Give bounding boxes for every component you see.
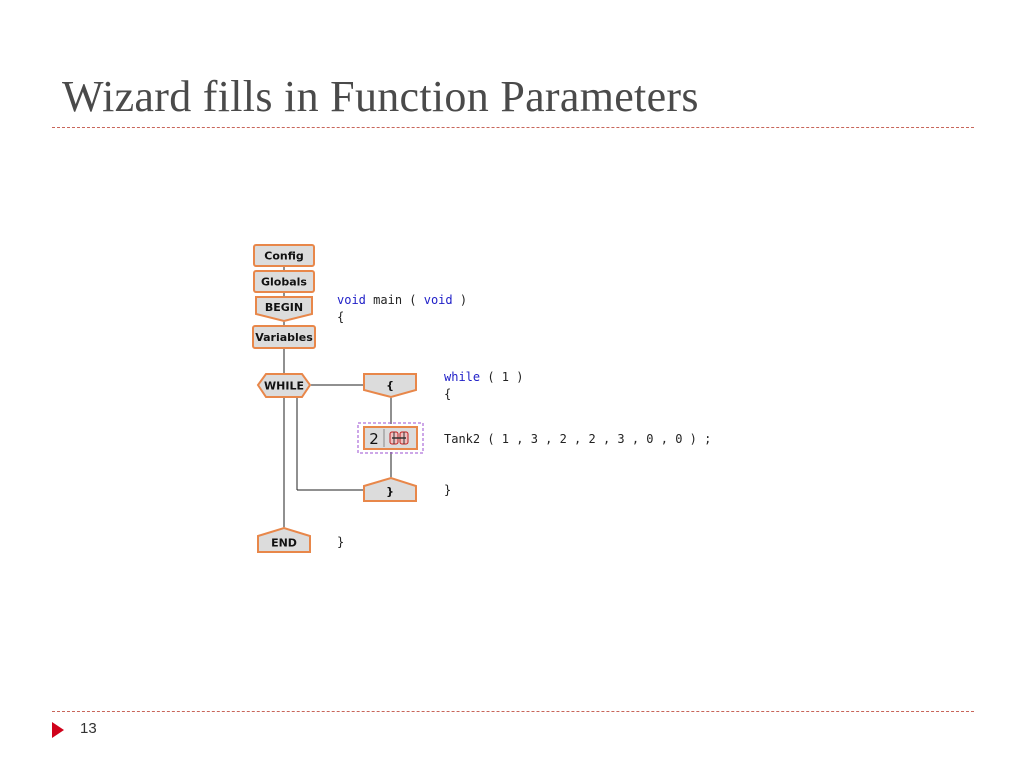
code-main-close-paren: )	[460, 293, 467, 307]
page-number: 13	[80, 720, 97, 737]
globals-block[interactable]: Globals	[253, 270, 315, 293]
function-block[interactable]: 2	[357, 422, 424, 454]
end-block[interactable]: END	[257, 526, 311, 553]
code-listing: void main ( void ) { while ( 1 ) { Tank2…	[337, 293, 711, 549]
code-main-name: main (	[373, 293, 416, 307]
code-keyword-void-param: void	[424, 293, 453, 307]
config-block[interactable]: Config	[253, 244, 315, 267]
code-keyword-void: void	[337, 293, 366, 307]
variables-block[interactable]: Variables	[252, 325, 316, 349]
begin-label: BEGIN	[265, 301, 303, 314]
triangle-marker-icon	[52, 722, 64, 738]
code-while-open-brace: {	[444, 387, 451, 401]
while-block[interactable]: WHILE	[256, 373, 312, 398]
end-label: END	[271, 537, 297, 550]
begin-block[interactable]: BEGIN	[255, 296, 313, 323]
variables-label: Variables	[255, 331, 313, 344]
motor-icon	[389, 431, 409, 445]
code-call-line: Tank2 ( 1 , 3 , 2 , 2 , 3 , 0 , 0 ) ;	[444, 432, 711, 446]
code-main-open-brace: {	[337, 310, 344, 324]
slide-title: Wizard fills in Function Parameters	[62, 72, 699, 121]
selection-outline	[357, 422, 424, 454]
globals-label: Globals	[261, 276, 307, 289]
code-keyword-while: while	[444, 370, 480, 384]
config-label: Config	[264, 250, 304, 263]
code-while-close-brace: }	[444, 483, 451, 497]
open-brace-block[interactable]: {	[363, 373, 417, 399]
while-label: WHILE	[264, 380, 304, 393]
code-main-signature: void main ( void )	[337, 293, 467, 307]
open-brace-label: {	[386, 379, 394, 392]
footer-divider	[52, 711, 974, 712]
close-brace-block[interactable]: }	[363, 476, 417, 502]
function-number: 2	[369, 430, 379, 448]
close-brace-label: }	[386, 485, 394, 498]
title-divider	[52, 127, 974, 128]
code-while-line: while ( 1 )	[444, 370, 523, 384]
code-while-args: ( 1 )	[487, 370, 523, 384]
code-main-close-brace: }	[337, 535, 344, 549]
